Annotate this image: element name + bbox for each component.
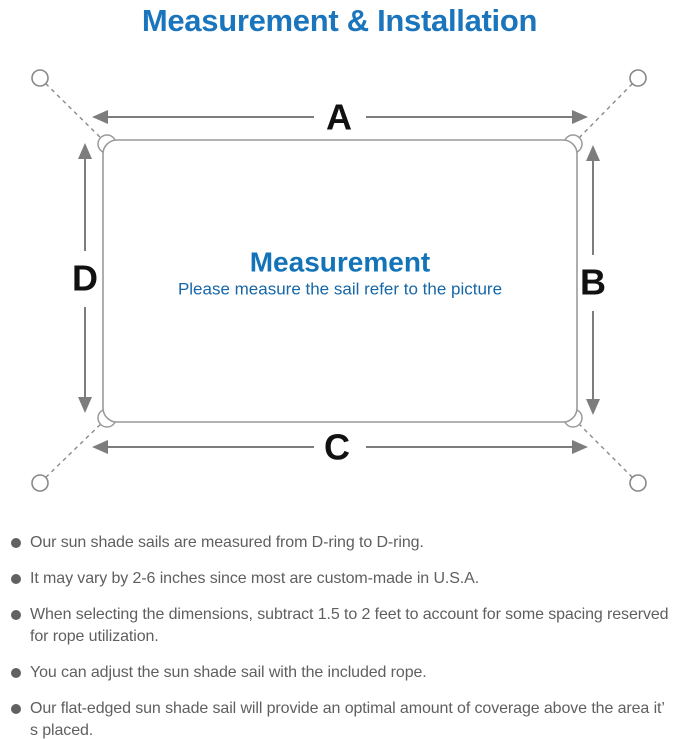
anchor-rings bbox=[31, 69, 647, 492]
tether-line-bottom-left bbox=[39, 417, 108, 484]
note-text: Our flat-edged sun shade sail will provi… bbox=[30, 700, 665, 739]
dimension-label-c: C bbox=[324, 427, 350, 468]
anchor-ring-icon bbox=[629, 474, 647, 492]
note-item: It may vary by 2-6 inches since most are… bbox=[10, 568, 671, 590]
note-text: It may vary by 2-6 inches since most are… bbox=[30, 570, 480, 587]
sail-measurement-diagram: A B C D Measurement Please measure the s… bbox=[31, 69, 647, 492]
sail-outline bbox=[102, 139, 578, 423]
bullet-icon bbox=[11, 704, 21, 714]
bullet-icon bbox=[11, 574, 21, 584]
note-text: When selecting the dimensions, subtract … bbox=[30, 606, 669, 645]
center-heading: Measurement bbox=[250, 247, 431, 278]
bullet-icon bbox=[11, 668, 21, 678]
note-text: Our sun shade sails are measured from D-… bbox=[30, 534, 424, 551]
dimension-label-d: D bbox=[72, 258, 98, 299]
note-item: You can adjust the sun shade sail with t… bbox=[10, 662, 671, 684]
anchor-ring-icon bbox=[629, 69, 647, 87]
note-text: You can adjust the sun shade sail with t… bbox=[30, 664, 427, 681]
notes-list: Our sun shade sails are measured from D-… bbox=[10, 532, 671, 739]
center-subtitle: Please measure the sail refer to the pic… bbox=[178, 280, 502, 299]
tether-line-bottom-right bbox=[572, 417, 639, 484]
bullet-icon bbox=[11, 610, 21, 620]
anchor-ring-icon bbox=[31, 69, 49, 87]
note-item: Our flat-edged sun shade sail will provi… bbox=[10, 698, 671, 739]
anchor-ring-icon bbox=[31, 474, 49, 492]
dimension-label-b: B bbox=[580, 262, 606, 303]
dimension-label-a: A bbox=[326, 97, 352, 138]
tether-line-top-right bbox=[572, 77, 639, 145]
bullet-icon bbox=[11, 538, 21, 548]
tether-line-top-left bbox=[39, 77, 108, 145]
page-title: Measurement & Installation bbox=[141, 3, 538, 38]
dimension-arrows bbox=[78, 110, 600, 454]
note-item: Our sun shade sails are measured from D-… bbox=[10, 532, 671, 554]
note-item: When selecting the dimensions, subtract … bbox=[10, 604, 671, 648]
